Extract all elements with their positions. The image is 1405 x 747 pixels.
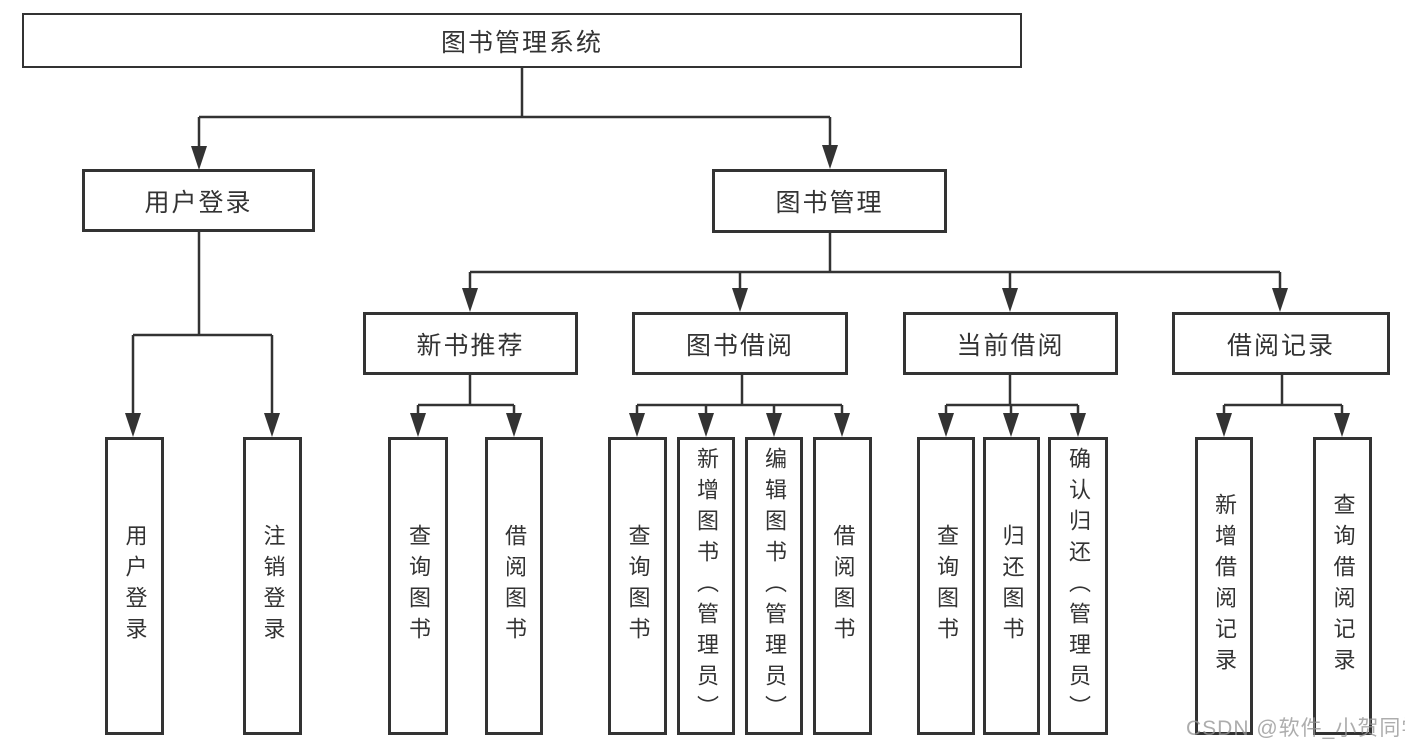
leaf-rec-query-book: 查询图书 bbox=[388, 437, 448, 735]
leaf-borrow-query-book: 查询图书 bbox=[608, 437, 667, 735]
leaf-borrow-add-book-label: 新增图书（管理员） bbox=[694, 446, 719, 726]
leaf-borrow-edit-book-label: 编辑图书（管理员） bbox=[762, 446, 787, 726]
leaf-current-return-book: 归还图书 bbox=[983, 437, 1040, 735]
node-book-borrow: 图书借阅 bbox=[632, 312, 848, 375]
node-new-book-rec-label: 新书推荐 bbox=[416, 331, 525, 360]
node-new-book-rec: 新书推荐 bbox=[363, 312, 578, 375]
leaf-logout-label: 注销登录 bbox=[260, 524, 286, 648]
node-borrow-records-label: 借阅记录 bbox=[1226, 331, 1335, 360]
leaf-current-confirm-return-label: 确认归还（管理员） bbox=[1066, 446, 1091, 726]
node-borrow-records: 借阅记录 bbox=[1172, 312, 1390, 375]
leaf-records-query-record: 查询借阅记录 bbox=[1313, 437, 1372, 735]
leaf-user-login: 用户登录 bbox=[105, 437, 164, 735]
leaf-rec-borrow-book: 借阅图书 bbox=[485, 437, 543, 735]
leaf-borrow-borrow-book-label: 借阅图书 bbox=[830, 524, 856, 648]
leaf-user-login-label: 用户登录 bbox=[122, 524, 148, 648]
leaf-current-query-book: 查询图书 bbox=[917, 437, 975, 735]
node-current-borrow-label: 当前借阅 bbox=[956, 331, 1065, 360]
node-book-borrow-label: 图书借阅 bbox=[685, 331, 794, 360]
leaf-records-query-record-label: 查询借阅记录 bbox=[1330, 493, 1356, 679]
leaf-borrow-edit-book: 编辑图书（管理员） bbox=[745, 437, 803, 735]
node-current-borrow: 当前借阅 bbox=[903, 312, 1118, 375]
node-book-mgmt: 图书管理 bbox=[712, 169, 947, 233]
csdn-watermark: CSDN @软件_小贺同学 bbox=[1186, 717, 1405, 740]
node-user-login-label: 用户登录 bbox=[144, 188, 253, 217]
leaf-logout: 注销登录 bbox=[243, 437, 302, 735]
leaf-records-add-record: 新增借阅记录 bbox=[1195, 437, 1253, 735]
arrowheads bbox=[125, 145, 1350, 437]
leaf-current-confirm-return: 确认归还（管理员） bbox=[1048, 437, 1108, 735]
leaf-borrow-query-book-label: 查询图书 bbox=[625, 524, 651, 648]
leaf-borrow-add-book: 新增图书（管理员） bbox=[677, 437, 735, 735]
leaf-borrow-borrow-book: 借阅图书 bbox=[813, 437, 872, 735]
leaf-current-query-book-label: 查询图书 bbox=[934, 524, 959, 648]
node-root-label: 图书管理系统 bbox=[440, 28, 603, 57]
leaf-current-return-book-label: 归还图书 bbox=[999, 524, 1025, 648]
node-user-login: 用户登录 bbox=[82, 169, 315, 232]
leaf-rec-borrow-book-label: 借阅图书 bbox=[502, 524, 527, 648]
node-book-mgmt-label: 图书管理 bbox=[775, 189, 884, 217]
leaf-records-add-record-label: 新增借阅记录 bbox=[1212, 493, 1237, 679]
node-root: 图书管理系统 bbox=[22, 13, 1022, 68]
leaf-rec-query-book-label: 查询图书 bbox=[406, 524, 431, 648]
